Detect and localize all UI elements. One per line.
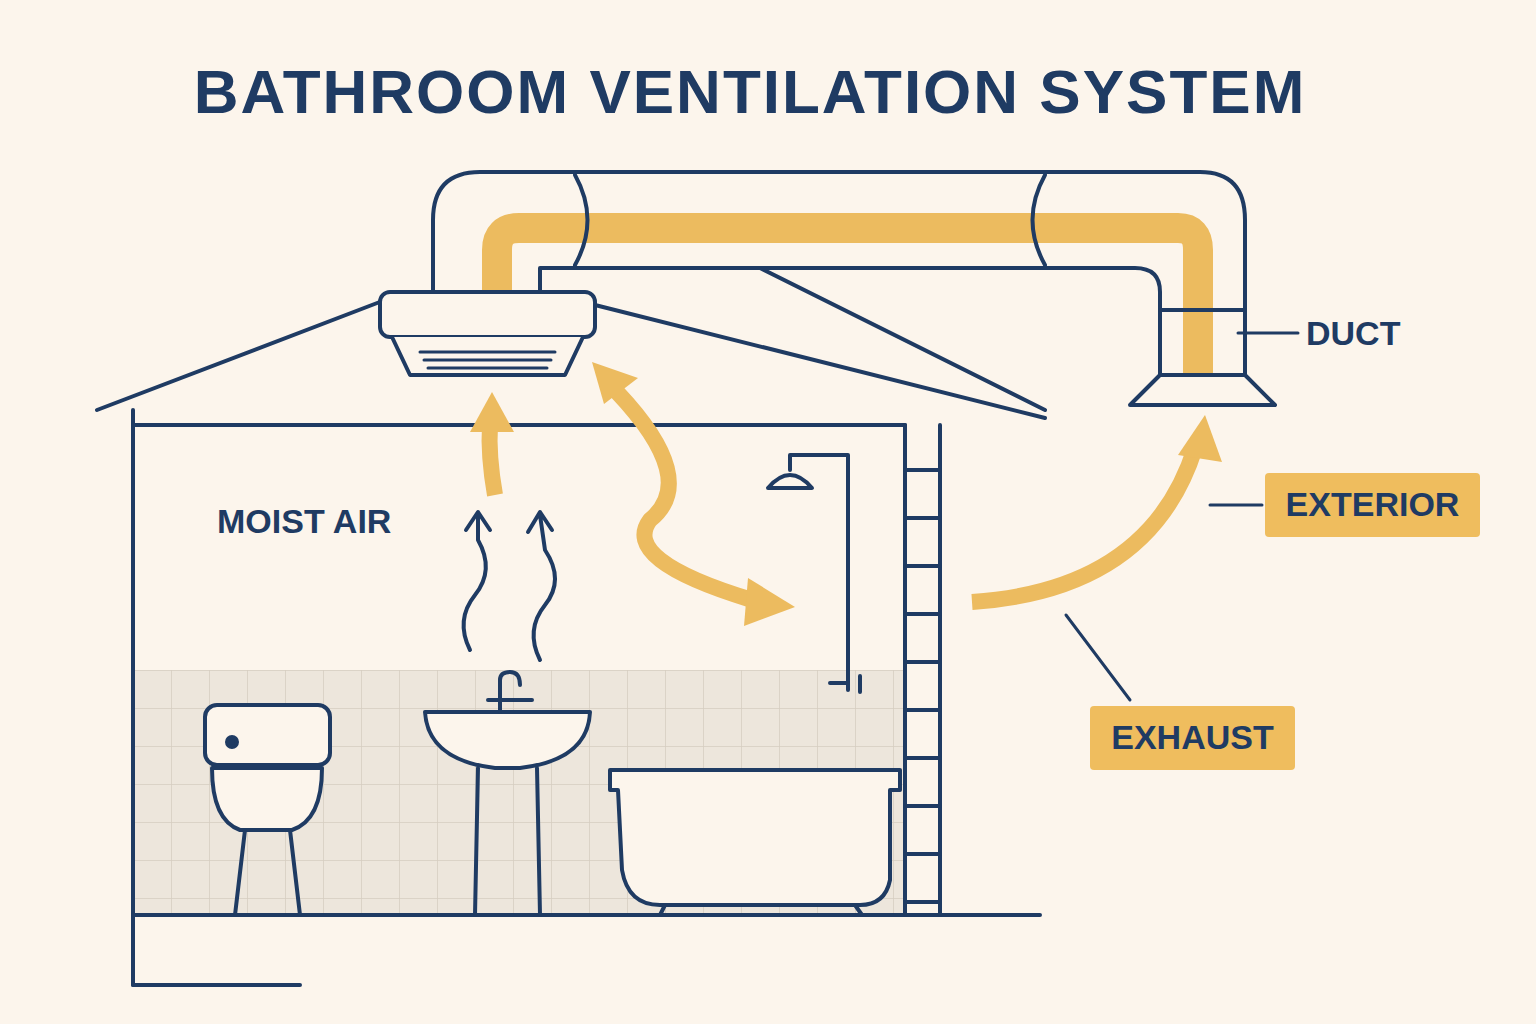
part-label: DUCT [1306,315,1400,352]
tub-feet [660,905,862,915]
bathtub [610,770,900,905]
air-flow-band [497,228,1198,372]
ceiling [133,423,905,427]
shower-pipe [790,455,848,690]
wall-studs [905,470,940,902]
duct-inner [540,268,1160,375]
arrow-head [470,392,514,432]
exterior-vent-hood [1130,375,1275,405]
toilet-tank [205,705,330,765]
callout-tag: EXTERIOR [1265,473,1480,537]
duct-cuff [1160,308,1245,312]
diagram-title: BATHROOM VENTILATION SYSTEM [0,58,1500,126]
toilet-handle [227,737,237,747]
fan-grille [392,337,583,375]
sink-faucet [488,672,532,712]
wall-tiles [133,670,905,915]
exhaust-arrow [972,448,1195,602]
wall-stud [905,612,940,616]
callout-text: EXHAUST [1111,719,1273,756]
shower-head [768,475,812,488]
arrow-head [744,578,795,626]
leader-line [1238,332,1298,335]
wall-stud [905,660,940,664]
arrow-head [1178,415,1222,462]
wall-stud [905,804,940,808]
callout-text: EXTERIOR [1286,486,1460,523]
toilet-bowl [212,768,322,830]
wall-stud [905,900,940,904]
toilet-base [235,830,300,915]
wall-stud [905,564,940,568]
airflow-arrow [617,392,752,600]
airflow-arrow [490,425,495,495]
grille-slots [420,352,555,368]
floor [133,915,1040,985]
wall-stud [905,852,940,856]
leader-line [1210,504,1262,507]
exhaust-fan [380,292,595,337]
right-wall [905,425,940,915]
sink-pedestal [475,768,540,915]
leader-line [1066,615,1130,700]
shower-valve [830,676,860,692]
callout-tag: EXHAUST [1090,706,1295,770]
moist-air-wisp [464,512,490,650]
duct-joint [575,175,1045,265]
roof-line [760,268,1045,410]
moist-air-wisp [528,512,555,660]
part-label: MOIST AIR [217,503,391,540]
wall-stud [905,708,940,712]
wall-stud [905,516,940,520]
wall-stud [905,468,940,472]
roof-right [595,305,1045,418]
arrow-head [592,362,638,404]
roof-left [97,300,385,410]
left-wall [131,410,135,985]
sink-basin [425,712,590,768]
wall-stud [905,756,940,760]
